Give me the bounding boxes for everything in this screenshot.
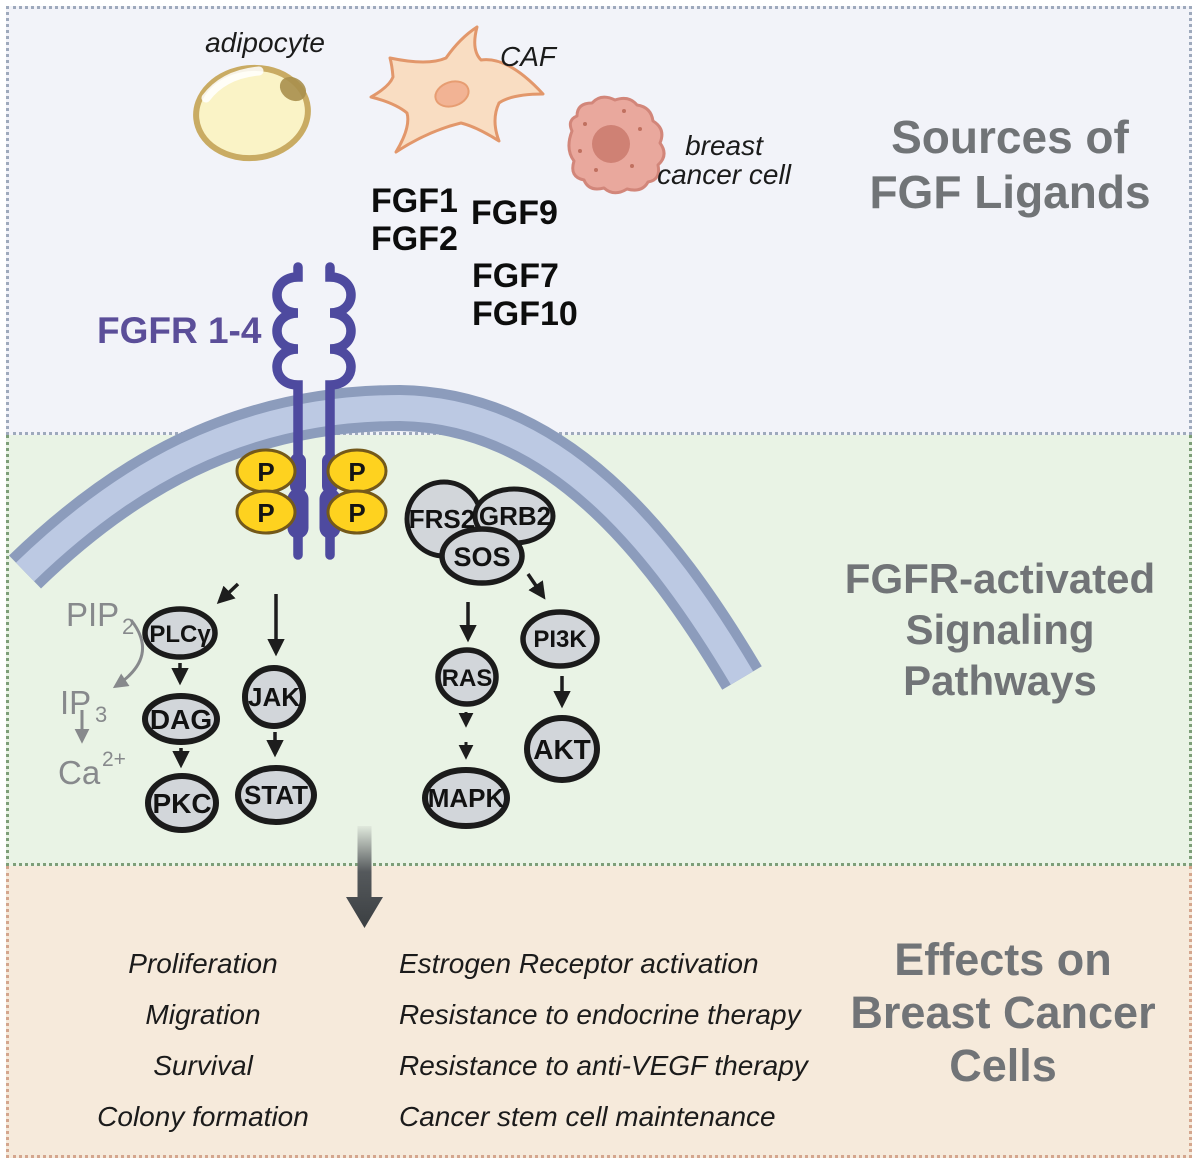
effect-item: Estrogen Receptor activation xyxy=(399,948,759,979)
messenger-labels: PIP 2 IP 3 Ca 2+ xyxy=(58,596,134,791)
messenger-arrows xyxy=(74,619,145,744)
signaling-to-effects-arrow xyxy=(346,826,383,928)
arrow-sos-to-pi3k xyxy=(526,573,546,600)
effect-item: Cancer stem cell maintenance xyxy=(399,1101,776,1132)
pkc-label: PKC xyxy=(152,788,211,819)
frs2-label: FRS2 xyxy=(409,504,475,534)
pathway-arrows xyxy=(171,573,571,769)
effect-item: Proliferation xyxy=(128,948,278,979)
stat-node xyxy=(235,765,317,825)
membrane-inner-band xyxy=(15,394,754,685)
cell-membrane xyxy=(9,384,762,690)
effects-panel xyxy=(6,866,1192,1158)
caf-label: CAF xyxy=(500,41,556,72)
effect-item: Survival xyxy=(153,1050,253,1081)
grb2-label: GRB2 xyxy=(479,501,551,531)
pathway-nodes: PLCγ DAG PKC JAK STAT RAS MAPK PI3K AKT xyxy=(142,606,600,833)
sources-panel xyxy=(6,6,1192,435)
dag-node xyxy=(142,693,220,745)
ip3-subscript: 3 xyxy=(95,702,107,727)
sos-node xyxy=(439,526,525,586)
ca-label: Ca xyxy=(58,754,101,791)
fgfr-receptor-label: FGFR 1-4 xyxy=(97,310,262,351)
pip2-subscript: 2 xyxy=(122,614,134,639)
plcg-label: PLCγ xyxy=(149,621,211,648)
akt-node xyxy=(524,715,600,783)
pkc-node xyxy=(145,773,219,833)
ip3-label: IP xyxy=(60,684,91,721)
ca-superscript: 2+ xyxy=(102,748,126,771)
ligand-group-adipocyte: FGF1 FGF2 xyxy=(371,182,458,258)
effects-list-right: Estrogen Receptor activation Resistance … xyxy=(399,938,839,1142)
arrow-receptor-to-plcg xyxy=(216,582,240,605)
effects-panel-title: Effects on Breast Cancer Cells xyxy=(850,934,1156,1091)
ligand-group-caf: FGF9 xyxy=(471,194,558,232)
mapk-node xyxy=(422,767,510,829)
signaling-panel-title: FGFR-activated Signaling Pathways xyxy=(844,555,1156,704)
jak-label: JAK xyxy=(248,682,300,712)
pi3k-label: PI3K xyxy=(533,626,587,653)
effect-item: Resistance to anti-VEGF therapy xyxy=(399,1050,808,1081)
ras-node xyxy=(435,647,499,707)
arrow-pip2-to-ip3 xyxy=(112,619,145,689)
caf-cell-icon xyxy=(369,25,545,154)
jak-node xyxy=(242,665,306,729)
phospho-label: P xyxy=(257,498,274,528)
phosphorylation-sites: P P P P xyxy=(235,448,388,535)
breast-cancer-cell-label: breast cancer cell xyxy=(657,130,791,190)
phospho-oval xyxy=(326,489,388,535)
akt-label: AKT xyxy=(533,734,591,765)
breast-cancer-cell-icon xyxy=(567,95,666,195)
plcg-node xyxy=(142,606,218,660)
effects-list-left: Proliferation Migration Survival Colony … xyxy=(88,938,318,1142)
effect-item: Colony formation xyxy=(97,1101,309,1132)
sos-label: SOS xyxy=(453,542,510,572)
effect-item: Migration xyxy=(145,999,261,1030)
adipocyte-label: adipocyte xyxy=(205,27,325,58)
pip2-label: PIP xyxy=(66,596,119,633)
phospho-label: P xyxy=(257,457,274,487)
receptor-left-chain xyxy=(272,262,303,560)
adapter-complex: FRS2 GRB2 SOS xyxy=(404,479,556,586)
pi3k-node xyxy=(520,609,600,669)
mapk-label: MAPK xyxy=(428,783,505,813)
effect-item: Resistance to endocrine therapy xyxy=(399,999,801,1030)
ligand-group-tumor: FGF7 FGF10 xyxy=(472,257,578,333)
stat-label: STAT xyxy=(244,780,308,810)
phospho-oval xyxy=(235,489,297,535)
phospho-label: P xyxy=(348,457,365,487)
phospho-label: P xyxy=(348,498,365,528)
dag-label: DAG xyxy=(150,704,212,735)
ras-label: RAS xyxy=(442,665,493,692)
sources-panel-title: Sources of FGF Ligands xyxy=(869,111,1151,218)
adipocyte-cell-icon xyxy=(193,64,311,162)
receptor-right-chain xyxy=(325,262,356,560)
